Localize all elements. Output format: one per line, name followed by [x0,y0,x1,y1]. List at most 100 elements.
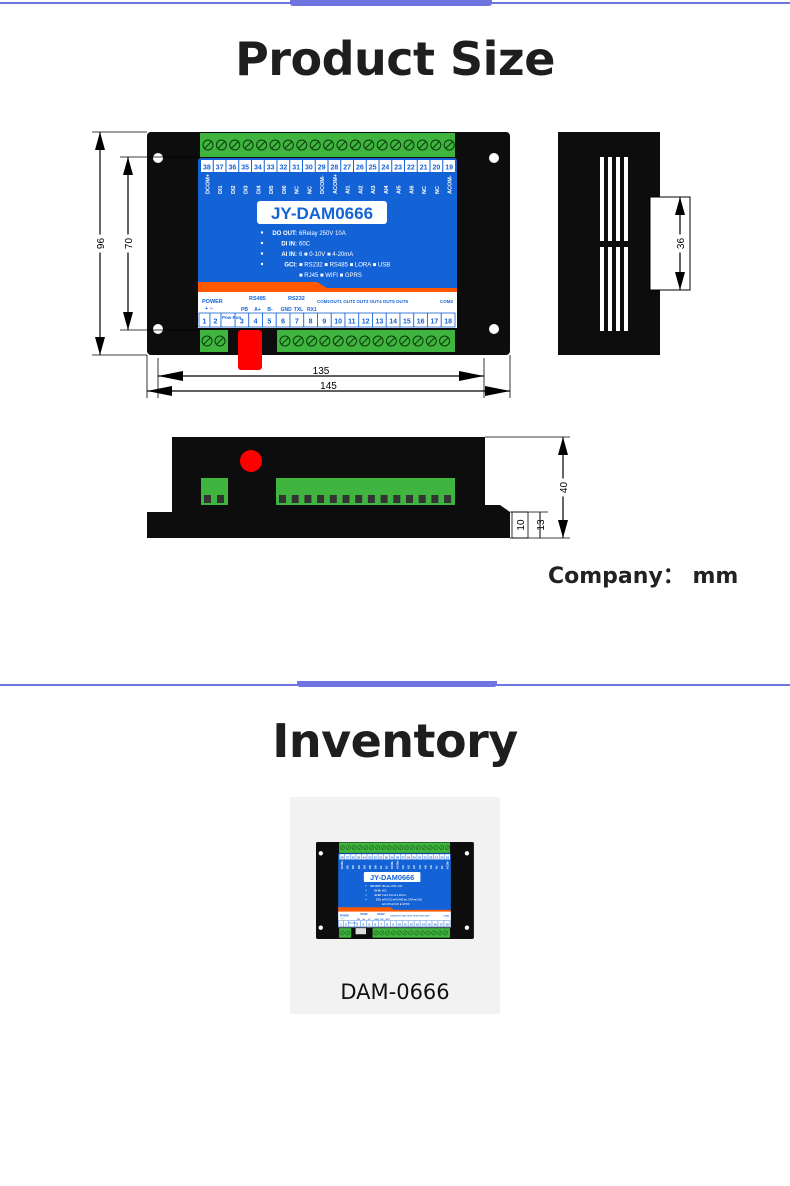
terminal-number: 3 [356,922,358,926]
screw-icon [292,335,304,347]
terminal-number: 21 [435,855,439,859]
spec-value: ■ RS232 ■ RS485 ■ LORA ■ USB [299,263,390,269]
out-label: OUT1 [330,299,342,304]
mounting-hole [464,925,470,930]
screw-icon [421,845,427,851]
spec-key: AI IN: [374,893,381,897]
screw-icon [398,845,404,851]
terminal-label: ACOM+ [333,174,339,194]
screw-icon [279,335,291,347]
terminal-number-cell [339,854,345,860]
terminal-pin [418,495,426,503]
power-label: POWER [202,299,223,305]
terminal-number: 13 [375,319,383,326]
terminal-number: 12 [409,922,413,926]
red-connector [238,330,262,370]
terminal-number: 20 [432,165,440,172]
inventory-product-image: 38DCOM+37DI136DI235DI334DI433DI532DI631N… [316,842,474,940]
spec-value: 6 ■ 0-10V ■ 4-20mA [299,252,353,258]
terminal-number-cell [328,160,341,172]
screw-slot [437,931,442,935]
screw-icon [402,930,408,936]
terminal-number: 10 [334,319,342,326]
com1-label: COM1 [317,299,330,304]
screw-icon [323,139,335,151]
terminal-number: 26 [407,855,411,859]
terminal-number-cell [439,854,445,860]
terminal-number: 11 [404,922,408,926]
terminal-number-cell [361,854,367,860]
dimension-side-height: 40 [559,482,570,494]
screw-slot [346,845,351,850]
terminal-number-cell [444,854,450,860]
screw-slot [351,141,360,149]
screw-icon [340,845,345,851]
terminal-number: 7 [295,319,299,326]
out-label: OUT2 [401,915,406,917]
screw-icon [309,139,321,151]
terminal-number: 29 [318,165,326,172]
screw-slot [360,337,369,345]
screw-icon [430,139,442,151]
terminal-label: DI5 [269,185,275,194]
screw-slot [443,931,448,935]
terminal-number-cell [405,160,417,172]
terminal-number: 2 [214,319,218,326]
screw-slot [420,931,424,935]
vent-slot [616,247,620,331]
screw-icon [215,139,227,151]
bottom-terminal-block-left [200,330,228,352]
screw-slot [391,141,400,149]
screw-icon [242,139,254,151]
out-label: OUT3 [407,915,412,917]
screw-slot [426,931,430,935]
power-polarity: + − [205,306,213,312]
terminal-number: 36 [351,855,355,859]
mounting-hole [153,324,163,334]
bullet [365,885,367,887]
spec-value: 6 ■ 0-10V ■ 4-20mA [382,893,406,897]
screw-slot [410,845,415,850]
label-bg [123,234,133,253]
dimension-width-total: 145 [320,381,337,392]
pow-run-cell [220,312,236,328]
bullet [365,898,367,900]
terminal-number-cell [367,854,373,860]
terminal-number: 4 [254,319,258,326]
screw-slot [431,141,440,149]
inventory-title: Inventory [272,714,518,768]
accent-band [338,907,451,913]
terminal-number: 6 [281,319,285,326]
terminal-number: 18 [445,922,449,926]
out-label: OUT1 [396,915,402,917]
screw-slot [346,931,350,935]
screw-slot [399,845,403,850]
terminal-number-cell [411,854,417,860]
units-label: Company： mm [548,564,739,589]
terminal-number: 27 [343,165,351,172]
dimension-side-depth: 36 [676,238,687,250]
pow-run-label: Pow Run [349,922,358,924]
terminal-number-cell [394,854,401,860]
bottom-terminal-block-right [372,928,450,938]
terminal-label: AI2 [408,865,411,869]
terminal-number: 35 [241,165,249,172]
screw-slot [404,845,409,850]
model-label-box [363,872,421,883]
terminal-number: 19 [445,165,453,172]
terminal-number: 24 [418,855,422,859]
screw-icon [359,335,371,347]
port-sub-label: RX1 [307,307,317,313]
terminal-label: DI6 [374,865,377,869]
port-sub-label: TXL [294,307,303,313]
screw-slot [403,931,407,935]
terminal-pin [393,495,401,503]
bottom-view [147,437,510,538]
screw-slot [414,931,419,935]
inventory-item-label: DAM-0666 [340,980,450,1004]
terminal-label: NC [441,865,444,869]
arrow-icon [123,157,133,175]
screw-slot [440,337,449,345]
terminal-number: 17 [430,319,438,326]
terminal-number: 28 [330,165,338,172]
